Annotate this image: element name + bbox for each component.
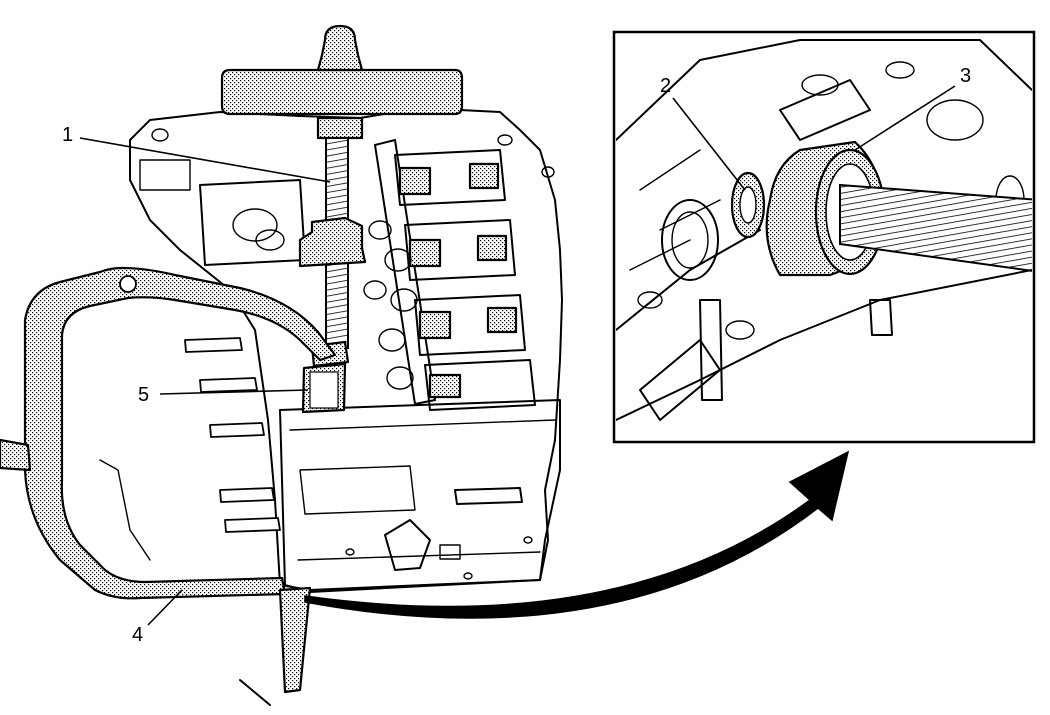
c-frame-clamp — [0, 266, 337, 706]
studs — [184, 337, 281, 533]
callout-5-label: 5 — [138, 384, 149, 406]
callout-4: 4 — [132, 589, 183, 646]
callout-2: 2 — [660, 75, 746, 191]
detail-inset: 2 3 — [612, 30, 1036, 444]
main-view: 1 5 4 — [0, 24, 850, 706]
callout-3: 3 — [854, 65, 971, 151]
valve-bores — [363, 220, 418, 390]
cylinder-head — [129, 107, 563, 593]
callout-3-label: 3 — [960, 65, 971, 87]
valve-spring-compressor — [220, 24, 464, 414]
callout-2-label: 2 — [660, 75, 671, 97]
callout-1-label: 1 — [62, 124, 73, 146]
callout-4-label: 4 — [132, 624, 143, 646]
callout-1: 1 — [62, 124, 331, 183]
cam-bearing-saddles — [394, 149, 536, 411]
front-face-features — [299, 465, 533, 580]
callout-5: 5 — [138, 384, 309, 406]
detail-arrow — [304, 450, 850, 619]
